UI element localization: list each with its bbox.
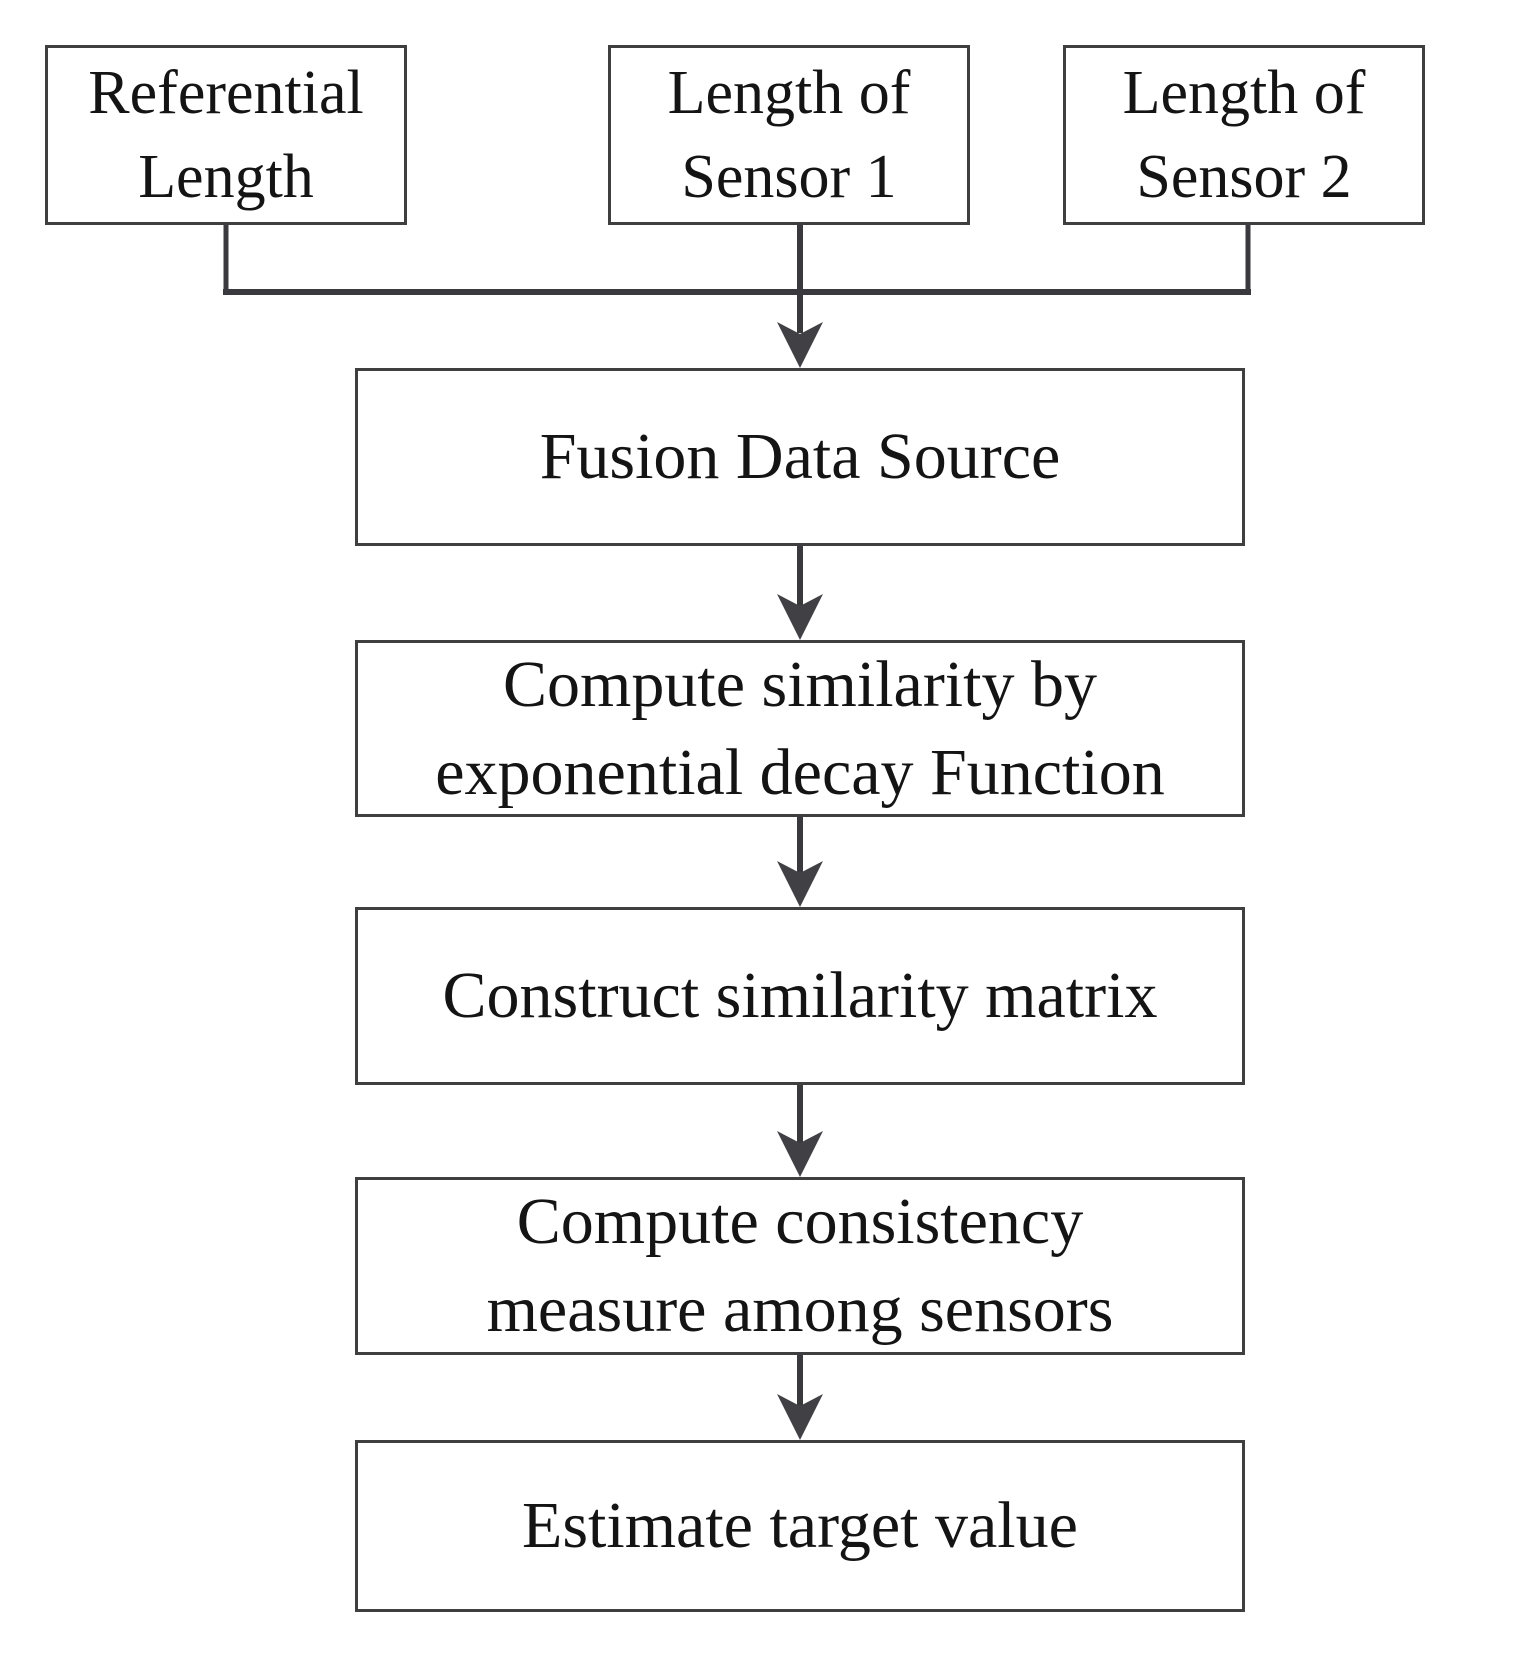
node-fusion-data-source: Fusion Data Source <box>355 368 1245 546</box>
node-label: Length of <box>1122 59 1366 127</box>
node-label: Estimate target value <box>522 1489 1078 1562</box>
node-label: Compute similarity by <box>503 647 1097 721</box>
node-compute-similarity: Compute similarity by exponential decay … <box>355 640 1245 817</box>
node-referential-length: Referential Length <box>45 45 407 225</box>
node-estimate-target-value: Estimate target value <box>355 1440 1245 1612</box>
arrow-down-icon <box>777 1131 823 1177</box>
arrow-down-icon <box>777 861 823 907</box>
node-label: Length <box>138 143 314 211</box>
node-label: Fusion Data Source <box>539 420 1061 493</box>
arrow-down-icon <box>777 594 823 640</box>
arrow-down-icon <box>777 1394 823 1440</box>
node-label: Sensor 1 <box>681 143 897 211</box>
node-length-of-sensor-2: Length of Sensor 2 <box>1063 45 1425 225</box>
arrow-down-icon <box>777 322 823 368</box>
node-label: Compute consistency <box>516 1185 1084 1258</box>
node-length-of-sensor-1: Length of Sensor 1 <box>608 45 970 225</box>
node-construct-similarity-matrix: Construct similarity matrix <box>355 907 1245 1085</box>
node-label: Sensor 2 <box>1136 143 1352 211</box>
node-label: Construct similarity matrix <box>442 959 1158 1032</box>
node-label: Length of <box>667 59 911 127</box>
node-label: Referential <box>88 59 364 127</box>
node-label: measure among sensors <box>486 1273 1114 1346</box>
node-label: exponential decay Function <box>435 735 1165 809</box>
node-compute-consistency: Compute consistency measure among sensor… <box>355 1177 1245 1355</box>
